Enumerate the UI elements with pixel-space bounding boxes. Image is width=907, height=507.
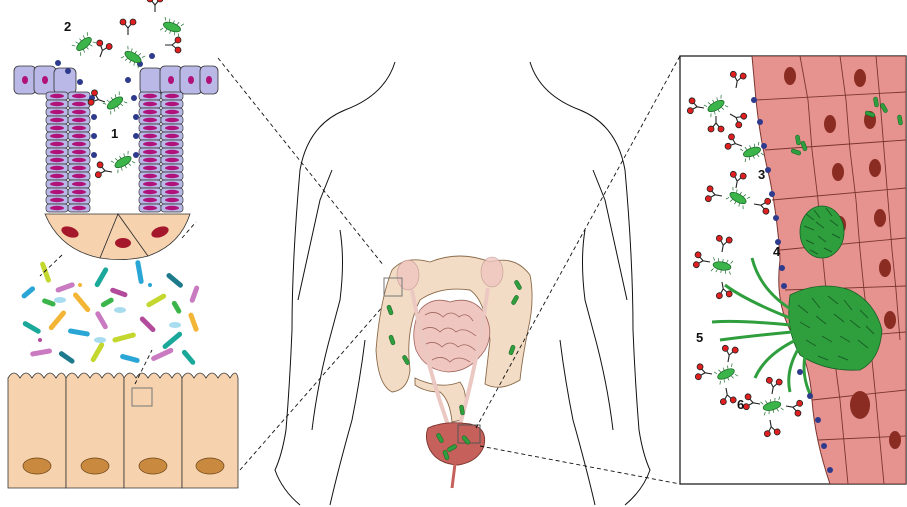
crypt-surface-cells — [14, 66, 218, 94]
intestinal-crypt: 2 1 — [14, 0, 218, 260]
crypt-right-wall — [139, 92, 183, 212]
label-5: 5 — [696, 330, 703, 345]
bladder-epithelium-panel: 3 4 5 6 — [680, 56, 906, 484]
label-3: 3 — [758, 167, 765, 182]
microbiota-rods — [21, 260, 200, 366]
bacterial-cluster-4 — [800, 206, 844, 258]
villus-epithelium — [8, 373, 238, 488]
crypt-base — [45, 214, 190, 260]
crypt-left-wall — [46, 92, 90, 212]
microbiota-layer — [8, 260, 238, 488]
label-2: 2 — [64, 19, 71, 34]
label-1: 1 — [111, 126, 118, 141]
label-6: 6 — [737, 397, 744, 412]
label-4: 4 — [773, 244, 781, 259]
